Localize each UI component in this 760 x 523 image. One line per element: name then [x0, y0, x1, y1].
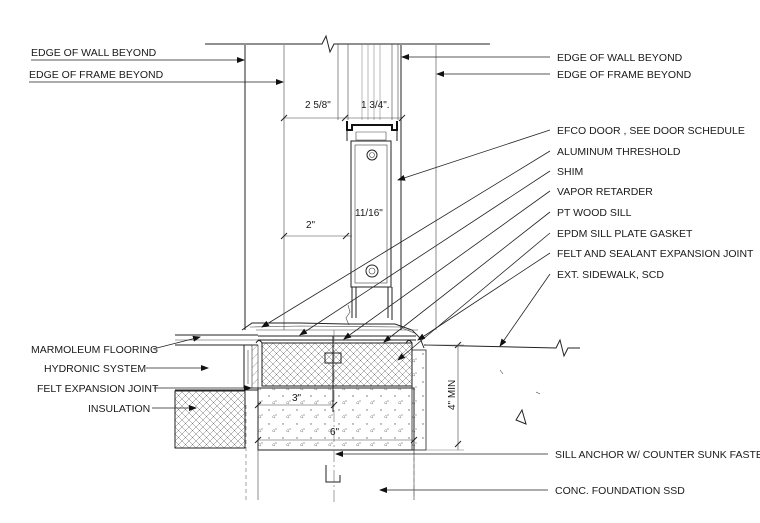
dimension-lines — [254, 114, 464, 451]
dim-4-min: 4" MIN — [447, 380, 458, 410]
label-edge-of-wall-beyond-right: EDGE OF WALL BEYOND — [557, 52, 683, 64]
dim-3: 3" — [292, 393, 302, 404]
exterior-sidewalk — [245, 338, 580, 500]
label-edge-of-frame-beyond-left: EDGE OF FRAME BEYOND — [29, 69, 164, 81]
label-pt-wood-sill: PT WOOD SILL — [557, 207, 632, 219]
label-edge-of-frame-beyond-right: EDGE OF FRAME BEYOND — [557, 69, 692, 81]
centerline — [325, 330, 341, 505]
label-sill-anchor: SILL ANCHOR W/ COUNTER SUNK FASTENER — [555, 449, 760, 461]
wall-lines — [205, 34, 490, 330]
label-ext-sidewalk: EXT. SIDEWALK, SCD — [557, 269, 664, 281]
label-felt-sealant-expansion-joint: FELT AND SEALANT EXPANSION JOINT — [557, 248, 754, 260]
door-bottom-rail — [345, 121, 398, 326]
label-felt-expansion-joint: FELT EXPANSION JOINT — [37, 383, 159, 395]
label-insulation: INSULATION — [88, 403, 150, 415]
left-labels: EDGE OF WALL BEYOND EDGE OF FRAME BEYOND… — [29, 47, 284, 415]
right-labels: EDGE OF WALL BEYOND EDGE OF FRAME BEYOND… — [261, 52, 760, 497]
label-hydronic-system: HYDRONIC SYSTEM — [44, 363, 146, 375]
label-conc-foundation: CONC. FOUNDATION SSD — [555, 485, 685, 497]
interior-floor — [174, 334, 415, 500]
label-vapor-retarder: VAPOR RETARDER — [557, 186, 653, 198]
dim-6: 6" — [330, 427, 340, 438]
dim-1-3-4: 1 3/4". — [361, 100, 390, 111]
label-marmoleum-flooring: MARMOLEUM FLOORING — [31, 344, 158, 356]
label-aluminum-threshold: ALUMINUM THRESHOLD — [557, 146, 681, 158]
dimension-labels: 2 5/8" 1 3/4". 11/16" 2" 3" 6" 4" MIN — [292, 100, 458, 438]
label-epdm-sill-plate-gasket: EPDM SILL PLATE GASKET — [557, 228, 693, 240]
label-shim: SHIM — [557, 166, 583, 178]
label-edge-of-wall-beyond-left: EDGE OF WALL BEYOND — [31, 47, 157, 59]
dim-2-5-8: 2 5/8" — [305, 100, 331, 111]
dim-2: 2" — [306, 220, 316, 231]
dim-11-16: 11/16" — [355, 208, 383, 219]
threshold-assembly — [241, 322, 425, 412]
label-efco-door: EFCO DOOR , SEE DOOR SCHEDULE — [557, 125, 745, 137]
